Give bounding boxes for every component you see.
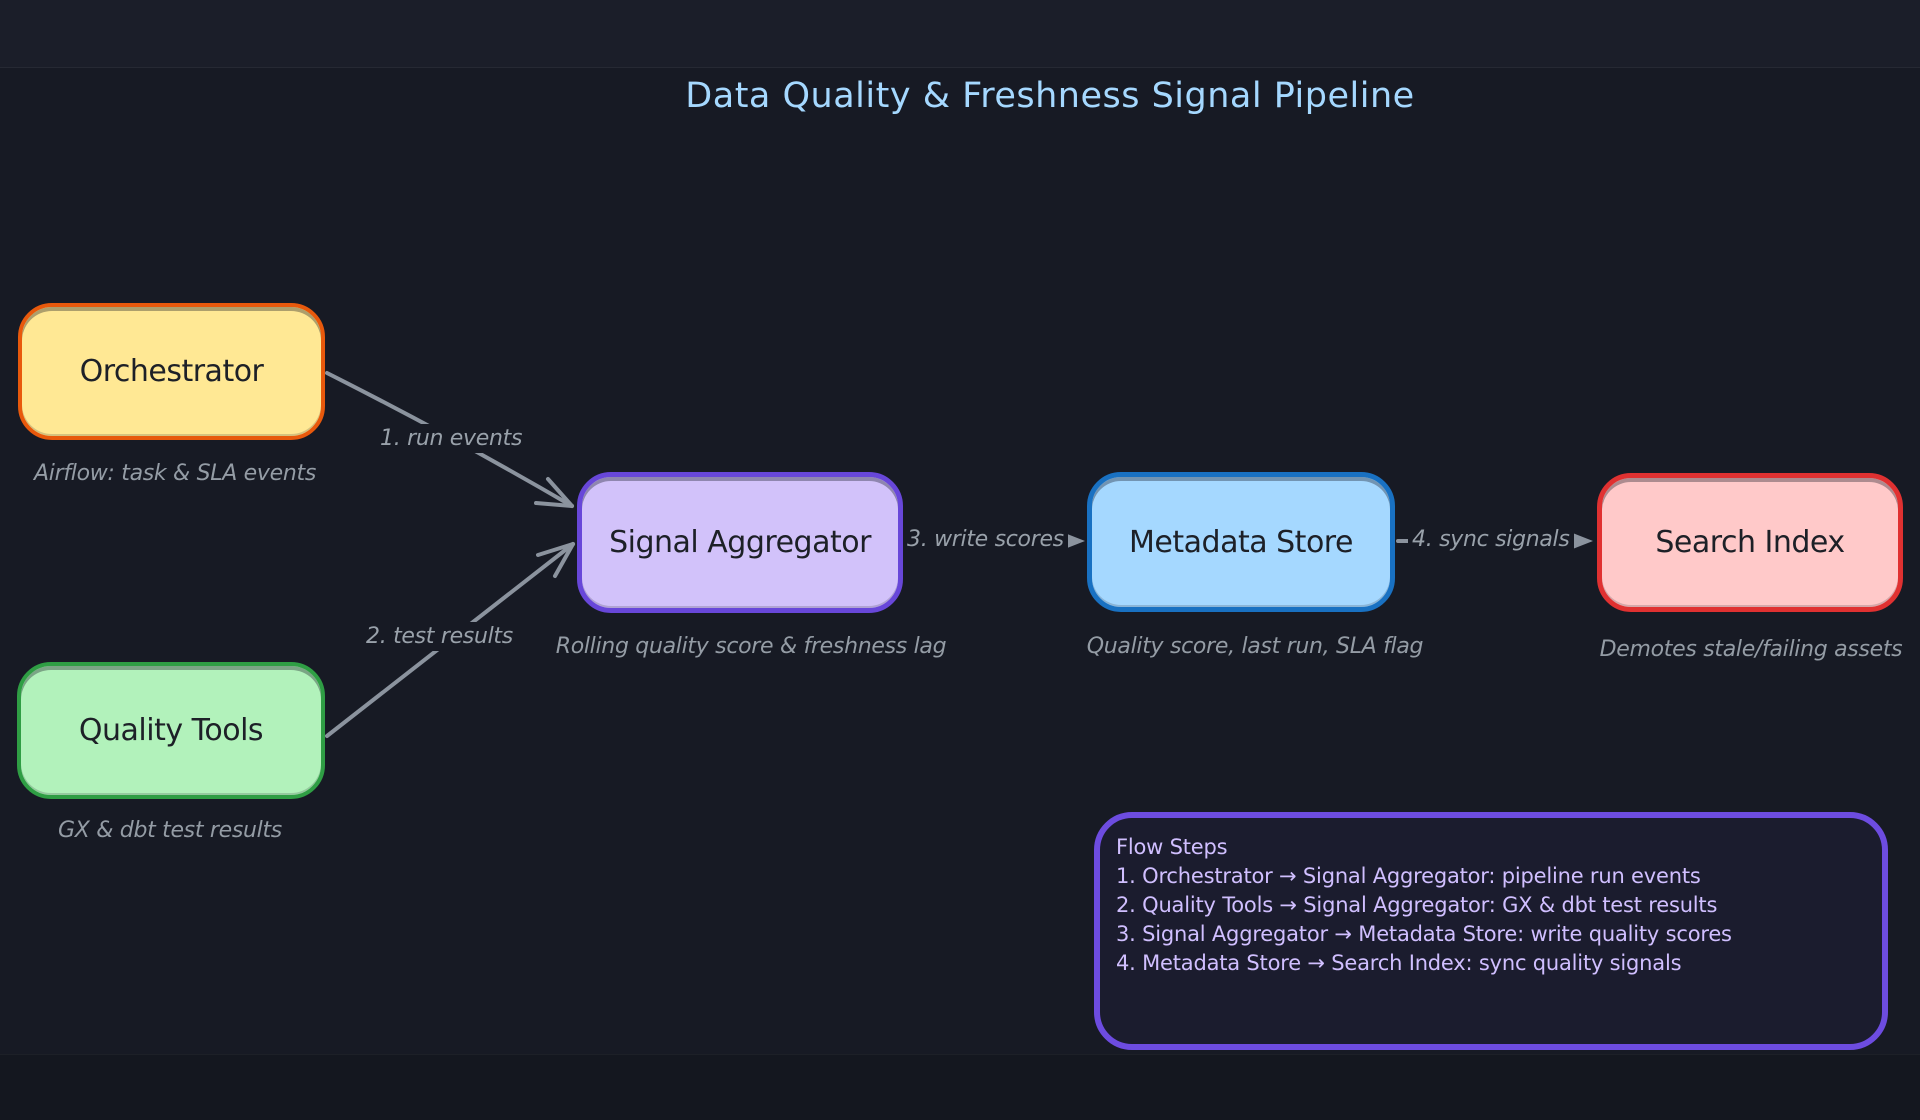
edge-label-sync-signals: 4. sync signals: [1408, 525, 1574, 554]
node-signal-aggregator-caption: Rolling quality score & freshness lag: [555, 634, 947, 659]
node-quality-tools-label: Quality Tools: [78, 713, 264, 748]
edge-label-write-scores: 3. write scores: [903, 525, 1068, 554]
node-orchestrator-label: Orchestrator: [79, 354, 264, 389]
node-quality-tools[interactable]: Quality Tools: [17, 662, 325, 799]
node-search-index-caption: Demotes stale/failing assets: [1599, 637, 1903, 662]
node-metadata-store-caption: Quality score, last run, SLA flag: [1086, 634, 1424, 659]
node-orchestrator[interactable]: Orchestrator: [18, 303, 325, 440]
node-signal-aggregator[interactable]: Signal Aggregator: [577, 472, 903, 613]
flow-step-2: 2. Quality Tools → Signal Aggregator: GX…: [1116, 893, 1718, 917]
flow-steps-title: Flow Steps: [1116, 835, 1228, 859]
flow-step-4: 4. Metadata Store → Search Index: sync q…: [1116, 951, 1682, 975]
node-orchestrator-caption: Airflow: task & SLA events: [34, 461, 316, 486]
node-search-index-label: Search Index: [1655, 525, 1845, 560]
edge-label-run-events: 1. run events: [372, 424, 531, 453]
node-metadata-store[interactable]: Metadata Store: [1087, 472, 1395, 612]
edge-label-test-results: 2. test results: [358, 622, 521, 651]
node-signal-aggregator-label: Signal Aggregator: [609, 525, 871, 560]
diagram-title: Data Quality & Freshness Signal Pipeline: [685, 76, 1415, 116]
footer-band: [0, 1054, 1920, 1120]
header-band: [0, 0, 1920, 68]
flow-step-3: 3. Signal Aggregator → Metadata Store: w…: [1116, 922, 1732, 946]
node-quality-tools-caption: GX & dbt test results: [58, 818, 282, 843]
flow-steps-panel[interactable]: Flow Steps 1. Orchestrator → Signal Aggr…: [1094, 812, 1888, 1050]
node-metadata-store-label: Metadata Store: [1129, 524, 1353, 560]
flow-step-1: 1. Orchestrator → Signal Aggregator: pip…: [1116, 864, 1701, 888]
node-search-index[interactable]: Search Index: [1597, 473, 1903, 612]
